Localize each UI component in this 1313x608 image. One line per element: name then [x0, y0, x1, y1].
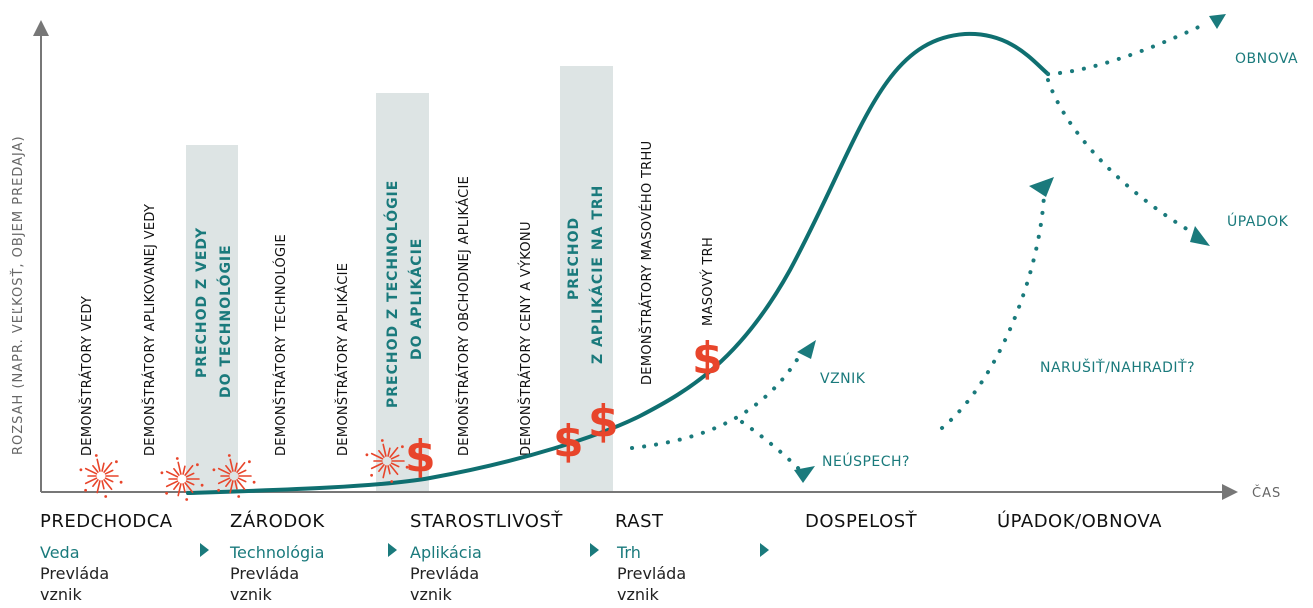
- label-technology-demonstrators: DEMONŠTRÁTORY TECHNOLÓGIE: [273, 234, 289, 456]
- transition-band-technology-application: [376, 93, 429, 492]
- dollar-icon-2: $: [553, 416, 584, 467]
- label-mass-market-demonstrators: DEMONŠTRÁTORY MASOVÉHO TRHU: [639, 141, 655, 385]
- transition-label-2-line1: PRECHOD Z TECHNOLÓGIE: [383, 180, 401, 408]
- stage-arrow-icon: [388, 543, 397, 557]
- detail-line2: vznik: [230, 585, 272, 604]
- transition-band-science-technology: [186, 145, 238, 492]
- detail-domain: Technológia: [230, 543, 325, 562]
- stage-decline-renewal: ÚPADOK/OBNOVA: [997, 511, 1162, 532]
- outcome-renewal-label: OBNOVA: [1235, 51, 1298, 67]
- decline-arrow-icon: [1190, 226, 1210, 246]
- label-price-performance-demonstrators: DEMONŠTRÁTORY CENY A VÝKONU: [518, 221, 534, 456]
- disrupt-dotted-path: [940, 193, 1046, 430]
- failure-dotted-path: [740, 420, 802, 472]
- transition-label-3-line2: Z APLIKÁCIE NA TRH: [589, 185, 606, 364]
- dollar-icon-1: $: [405, 431, 436, 482]
- stage-detail-technology: Technológia Prevláda vznik: [230, 542, 324, 605]
- stage-detail-application: Aplikácia Prevláda vznik: [410, 542, 482, 605]
- detail-line1: Prevláda: [410, 564, 480, 583]
- firework-icon: [79, 454, 123, 498]
- outcome-decline-label: ÚPADOK: [1227, 212, 1289, 230]
- firework-icon: [160, 457, 204, 501]
- detail-line2: vznik: [40, 585, 82, 604]
- stage-nurturing: STAROSTLIVOSŤ: [410, 511, 563, 532]
- outcome-disrupt-label: NARUŠIŤ/NAHRADIŤ?: [1040, 358, 1195, 376]
- detail-line2: vznik: [617, 585, 659, 604]
- y-axis-label: ROZSAH (NAPR. VEĽKOSŤ, OBJEM PREDAJA): [10, 135, 26, 455]
- emergence-arrow-icon: [797, 340, 816, 359]
- detail-domain: Veda: [40, 543, 80, 562]
- x-axis-label: ČAS: [1252, 485, 1281, 501]
- detail-line1: Prevláda: [40, 564, 110, 583]
- detail-domain: Trh: [617, 543, 641, 562]
- stage-growth: RAST: [615, 511, 664, 532]
- stage-arrow-icon: [760, 543, 769, 557]
- transition-label-3-line1: PRECHOD: [566, 217, 582, 300]
- renewal-arrow-icon: [1209, 14, 1226, 29]
- transition-label-1-line2: DO TECHNOLÓGIE: [216, 244, 234, 398]
- transition-label-1-line1: PRECHOD Z VEDY: [194, 227, 210, 378]
- disrupt-arrow-icon: [1029, 177, 1054, 197]
- lifecycle-curve: [186, 31, 1050, 495]
- stage-detail-science: Veda Prevláda vznik: [40, 542, 109, 605]
- renewal-dotted-path: [1046, 22, 1207, 76]
- transition-band-application-market: [560, 66, 613, 492]
- dollar-icon-4: $: [692, 333, 723, 384]
- detail-line2: vznik: [410, 585, 452, 604]
- failure-arrow-icon: [794, 466, 815, 483]
- outcome-failure-label: NEÚSPECH?: [822, 452, 910, 470]
- label-business-application-demonstrators: DEMONŠTRÁTORY OBCHODNEJ APLIKÁCIE: [456, 176, 472, 456]
- emergence-dotted-path: [630, 353, 802, 450]
- label-applied-science-demonstrators: DEMONŠTRÁTORY APLIKOVANEJ VEDY: [142, 204, 158, 456]
- label-science-demonstrators: DEMONŠTRÁTORY VEDY: [79, 296, 95, 456]
- detail-line1: Prevláda: [617, 564, 687, 583]
- outcome-emergence-label: VZNIK: [820, 371, 866, 387]
- x-axis-arrow-icon: [1222, 484, 1238, 500]
- y-axis-arrow-icon: [33, 20, 49, 36]
- stage-predecessor: PREDCHODCA: [40, 511, 173, 532]
- stage-detail-market: Trh Prevláda vznik: [617, 542, 686, 605]
- label-mass-market: MASOVÝ TRH: [700, 237, 716, 326]
- transition-label-2-line2: DO APLIKÁCIE: [408, 238, 425, 360]
- stage-embryonic: ZÁRODOK: [230, 511, 325, 532]
- detail-line1: Prevláda: [230, 564, 300, 583]
- stage-arrow-icon: [200, 543, 209, 557]
- label-application-demonstrators: DEMONŠTRÁTORY APLIKÁCIE: [335, 263, 351, 456]
- stage-maturity: DOSPELOSŤ: [805, 511, 918, 532]
- firework-icon: [365, 439, 409, 483]
- firework-icon: [212, 454, 256, 498]
- dollar-icon-3: $: [588, 396, 619, 447]
- stage-arrow-icon: [590, 543, 599, 557]
- firework-bursts: [79, 439, 409, 501]
- decline-dotted-path: [1046, 78, 1197, 236]
- detail-domain: Aplikácia: [410, 543, 482, 562]
